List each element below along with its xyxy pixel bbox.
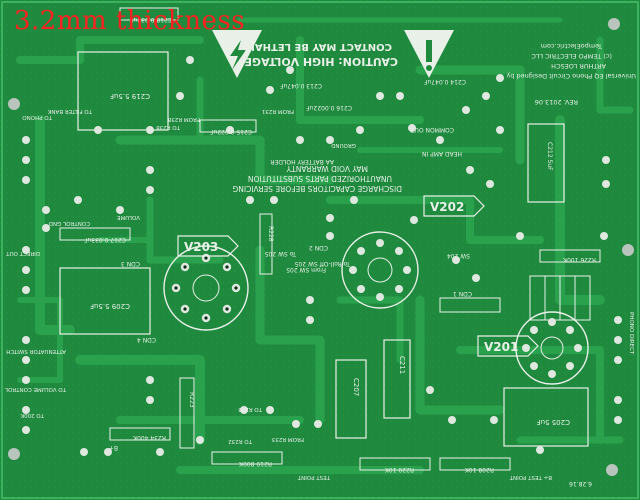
label-to-rolloff: To Roll-Off SW 205	[294, 260, 351, 267]
label-to-volume: TO VOLUME CONTROL	[4, 386, 67, 392]
resistor-r234	[109, 427, 171, 441]
mounting-hole	[608, 18, 620, 30]
label-date: 6.28.16	[569, 480, 592, 487]
label-bplus: B+	[109, 444, 118, 451]
label-sw204: SW 204	[447, 252, 470, 259]
capacitor-c212	[527, 123, 565, 203]
tube-label-v202: V202	[430, 200, 464, 214]
label-head-amp-in: HEAD AMP IN	[422, 150, 462, 157]
label-cdn1: CDN 1	[453, 290, 472, 297]
label-from-r233: FROM R233	[271, 436, 304, 442]
label-to-200k: TO 200K	[20, 412, 45, 418]
thickness-overlay-label: 3.2mm thickness	[14, 6, 246, 36]
label-to-phono: TO PHONO	[22, 114, 53, 120]
mounting-holes	[8, 18, 634, 476]
label-c218: C218 0.033uF	[129, 16, 172, 23]
label-r208: R208 10K	[464, 466, 494, 473]
label-battery-holder: AA BATTERY HOLDER	[270, 158, 334, 165]
label-to-filter-bank: TO FILTER BANK	[47, 108, 93, 114]
label-attenuator: ATTENUATOR SWITCH	[6, 348, 66, 354]
label-common-out: COMMON OUT	[411, 126, 454, 133]
mounting-hole	[622, 244, 634, 256]
resistor-r226	[539, 249, 601, 263]
label-ground: GROUND	[331, 142, 356, 148]
resistor-pair	[439, 297, 501, 313]
label-to-sw205: To SW 205	[264, 250, 297, 257]
label-c214: C214 0.047uF	[423, 78, 466, 85]
label-c219: C219 5.5uF	[110, 92, 150, 100]
tube-socket-v201	[515, 311, 589, 385]
label-from-sw205: From SW 205	[286, 266, 326, 273]
label-c205: C205 5uF	[537, 418, 570, 426]
label-c211: C211	[398, 356, 406, 374]
label-c207: C207	[352, 378, 360, 396]
mounting-hole	[606, 464, 618, 476]
label-r220: R220 10K	[384, 466, 414, 473]
label-phono-direct: PHONO DIRECT	[628, 312, 634, 355]
label-c209: C209 5.5uF	[90, 302, 130, 310]
resistor-left	[59, 227, 131, 241]
disclaimer-line1: DISCHARGE CAPACITORS BEFORE SERVICING	[232, 184, 402, 193]
label-r219: R219 800K	[238, 460, 272, 467]
disclaimer-line3: MAY VOID WARRANTY	[286, 164, 368, 173]
label-from-r238: FROM R238	[167, 116, 200, 122]
label-to-r232: TO R232	[228, 438, 253, 444]
capacitor-outlines	[59, 51, 589, 447]
resistor-r219	[211, 451, 283, 465]
label-volume: VOLUME	[116, 214, 140, 220]
label-to-r238: TO R238	[156, 124, 181, 130]
resistor-r223	[179, 377, 195, 449]
tube-label-v201: V201	[484, 340, 518, 354]
tube-socket-v202	[341, 231, 419, 309]
credits-line2: ARTHUR LOESCH	[551, 62, 606, 70]
label-control-gnd: CONTROL GND	[49, 220, 90, 226]
disclaimer-line2: UNAUTHORIZED PARTS SUBSTITUTION	[248, 174, 392, 183]
resistor-r220	[359, 457, 431, 471]
capacitor-c207	[335, 359, 367, 439]
label-to-r233: TO R233	[238, 406, 263, 412]
label-cdn4: CDN 4	[137, 336, 156, 343]
label-c216: C216 0.0022uF	[306, 104, 352, 111]
warning-line2: CONTACT MAY BE LETHAL!	[244, 41, 392, 52]
label-direct-out: DIRECT OUT	[6, 250, 40, 256]
label-r234: R234 400K	[132, 434, 166, 441]
label-c215: C215 0.022uF	[209, 128, 252, 135]
capacitor-c205	[503, 387, 589, 447]
label-r226: R226 100K	[562, 256, 596, 263]
solder-pads	[22, 56, 622, 456]
revision: REV. 2013.06	[535, 98, 578, 106]
mounting-hole	[8, 448, 20, 460]
label-c217: C217 0.033uF	[83, 236, 126, 243]
label-r223: R223	[188, 392, 195, 408]
label-b-test: B+ TEST POINT	[509, 474, 552, 480]
tube-label-v203: V203	[184, 240, 218, 254]
silkscreen-text: CAUTION: HIGH VOLTAGE! CONTACT MAY BE LE…	[4, 16, 636, 487]
capacitor-c211	[383, 339, 411, 419]
label-from-r231: FROM R231	[262, 108, 294, 114]
credits-line4: TempoElectric.com	[541, 42, 603, 50]
label-cdn2: CDN 2	[309, 244, 328, 251]
label-cdn3: CDN 3	[121, 260, 140, 267]
capacitor-c219	[77, 51, 169, 131]
credits-line1: Universal EQ Phono Circuit Designed by	[506, 72, 636, 80]
resistor-top	[119, 7, 179, 21]
resistor-r228	[259, 213, 273, 275]
label-c213: C213 0.047uF	[279, 82, 322, 89]
tube-label-boxes	[177, 195, 539, 357]
credits-line3: (c) TEMPO ELECTRIC LLC	[531, 52, 612, 60]
label-r228: R228	[267, 226, 274, 242]
high-voltage-warning-icon	[212, 30, 454, 78]
mounting-hole	[8, 98, 20, 110]
label-test-point: TEST POINT	[297, 474, 331, 480]
capacitor-c209	[59, 267, 151, 335]
resistor-outlines	[59, 7, 601, 471]
warning-line1: CAUTION: HIGH VOLTAGE!	[239, 55, 398, 68]
resistor-r208	[439, 457, 511, 471]
label-c212: C212 5uF	[546, 142, 553, 171]
